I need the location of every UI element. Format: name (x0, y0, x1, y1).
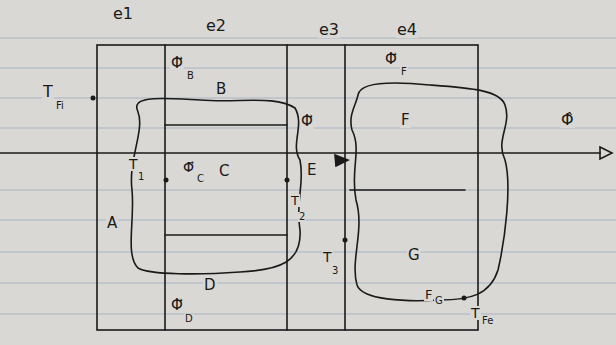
region-label: E (306, 163, 317, 178)
temperature-label: T (290, 194, 300, 207)
flux-label: F (424, 288, 433, 301)
flux-label: Φ̂ (560, 112, 575, 128)
flux-label: Φ⃗ (384, 52, 398, 67)
subscript: Fe (481, 316, 494, 326)
subscript: Fi (55, 101, 65, 111)
region-label: B (215, 82, 227, 97)
region-label: G (407, 248, 421, 263)
temperature-label: T (322, 250, 333, 264)
flux-label: Φ⃗ (170, 56, 184, 71)
temperature-label: T (128, 157, 139, 171)
region-label: F (400, 113, 411, 128)
subscript: D (184, 314, 194, 324)
subscript: 1 (137, 172, 145, 182)
point-dots (91, 96, 467, 301)
region-label: C (218, 164, 230, 179)
subscript: F (400, 67, 408, 77)
element-label: e1 (112, 6, 134, 22)
ruled-lines (0, 38, 616, 314)
temperature-label: T (42, 84, 54, 100)
subscript: 3 (331, 266, 339, 276)
element-label: e2 (205, 18, 227, 34)
region-label: D (203, 278, 217, 293)
subscript: C (196, 174, 205, 184)
element-label: e3 (318, 22, 340, 38)
pen-lines (0, 45, 612, 330)
subscript: 2 (298, 212, 306, 222)
temperature-label: T (470, 306, 481, 320)
element-label: e4 (396, 22, 418, 38)
flux-label: Φ⃗ (170, 298, 184, 313)
flux-label: Φ⃗ (182, 160, 195, 174)
region-label: A (106, 216, 118, 231)
subscript: B (186, 71, 195, 81)
flux-label: Φ⃗ (300, 114, 314, 129)
subscript: G (434, 296, 444, 306)
